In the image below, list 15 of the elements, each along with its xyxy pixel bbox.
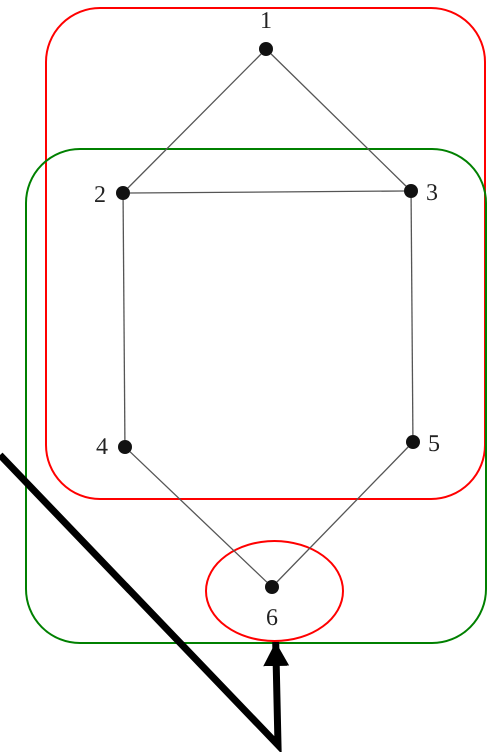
edge-line (130, 190, 404, 194)
edge-line (270, 53, 406, 187)
vertex-label: 3 (426, 181, 438, 205)
vertex-label: 5 (428, 432, 440, 456)
edge-line (122, 200, 126, 440)
edge-line (410, 198, 414, 435)
vertex-label: 4 (96, 435, 108, 459)
vertex-label: 1 (260, 9, 272, 33)
edge-line (127, 54, 262, 188)
vertex-label: 6 (266, 606, 278, 630)
edge-line (130, 451, 268, 583)
vertex-label: 2 (94, 183, 106, 207)
edge-line (276, 446, 409, 582)
region-ellipse (205, 540, 344, 642)
arrow (0, 452, 290, 752)
